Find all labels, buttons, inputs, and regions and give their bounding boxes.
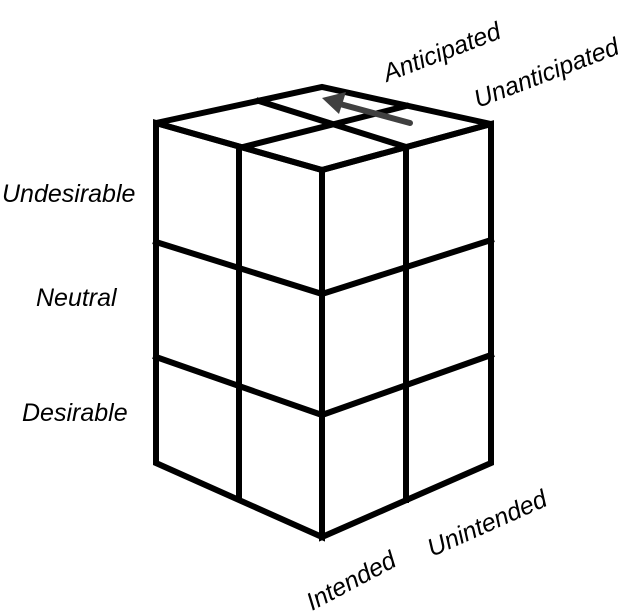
arrow-icon [322, 92, 413, 126]
label-neutral: Neutral [36, 284, 118, 312]
cube-grid [152, 83, 495, 542]
label-anticipated: Anticipated [377, 17, 505, 89]
label-unintended: Unintended [423, 484, 552, 562]
left-grid-row-1 [152, 238, 326, 298]
top-grid-line-b [255, 97, 410, 151]
label-desirable: Desirable [22, 399, 128, 427]
right-grid-row-2 [318, 351, 495, 419]
right-grid-row-1 [318, 236, 495, 298]
label-intended: Intended [302, 545, 402, 615]
label-undesirable: Undesirable [2, 180, 135, 208]
left-grid-row-2 [152, 353, 326, 419]
